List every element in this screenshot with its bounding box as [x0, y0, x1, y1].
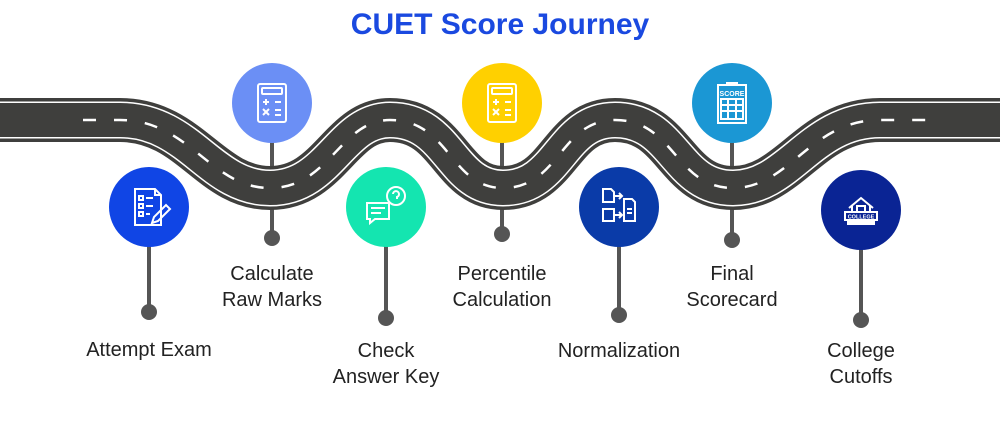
connector-dot: [494, 226, 510, 242]
connector-dot: [264, 230, 280, 246]
college-icon: COLLEGE: [844, 196, 878, 225]
connector-dot: [611, 307, 627, 323]
document-transform-icon: [602, 188, 636, 222]
connector-dot: [853, 312, 869, 328]
step-circle: [462, 63, 542, 143]
connector-dot: [378, 310, 394, 326]
calculator-icon: [487, 83, 517, 123]
step-label-line: College: [827, 340, 895, 362]
step-label-line: Cutoffs: [829, 366, 893, 388]
step-label-line: Scorecard: [686, 289, 778, 311]
step-label-line: Normalization: [557, 340, 681, 362]
step-label-line: Calculation: [452, 289, 552, 311]
step-circle: COLLEGE: [821, 170, 901, 250]
step-circle: [346, 167, 426, 247]
step-label-line: Answer Key: [332, 366, 440, 388]
calculator-icon: [257, 83, 287, 123]
step-label: Normalization: [509, 338, 729, 364]
step-label-line: Check: [357, 340, 415, 362]
connector-dot: [141, 304, 157, 320]
step-circle: SCORE: [692, 63, 772, 143]
step-label-line: Raw Marks: [221, 289, 322, 311]
road-surface: [0, 102, 1000, 206]
step-label: Attempt Exam: [39, 337, 259, 363]
question-chat-icon: [366, 186, 406, 226]
step-label-line: Percentile: [457, 263, 547, 285]
connector-dot: [724, 232, 740, 248]
scorecard-icon: SCORE: [717, 82, 747, 124]
step-label-line: Calculate: [230, 263, 314, 285]
svg-text:COLLEGE: COLLEGE: [848, 215, 875, 221]
step-circle: [232, 63, 312, 143]
step-label-line: Final: [710, 263, 754, 285]
step-circle: [579, 167, 659, 247]
svg-text:SCORE: SCORE: [720, 91, 745, 98]
page-title: CUET Score Journey: [350, 8, 650, 41]
exam-sheet-icon: [134, 188, 172, 226]
step-circle: [109, 167, 189, 247]
step-label-line: Attempt Exam: [86, 339, 212, 361]
